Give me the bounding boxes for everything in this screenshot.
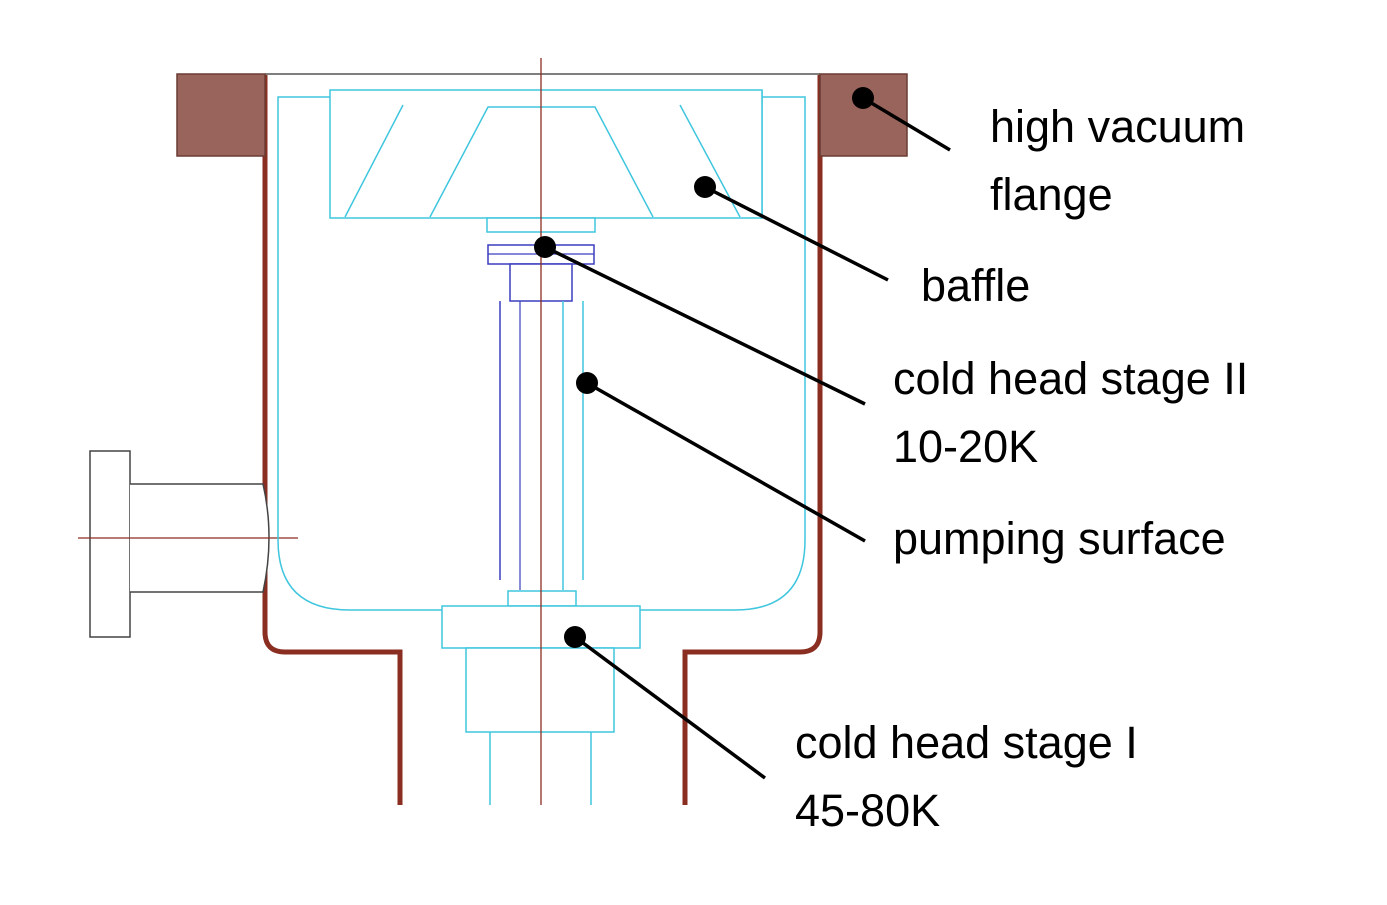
side-port-flange <box>89 450 131 638</box>
dot-stage1 <box>564 626 586 648</box>
stage1-body <box>465 647 615 733</box>
vessel-wall <box>262 75 403 805</box>
dot-stage2 <box>534 236 556 258</box>
leader-stage1 <box>573 635 767 780</box>
label-cold-head-stage-2: cold head stage II 10-20K <box>893 345 1248 481</box>
label-cold-head-stage-1: cold head stage I 45-80K <box>795 709 1138 845</box>
leader-pumping-surface <box>586 381 866 543</box>
dot-flange <box>852 87 874 109</box>
dot-baffle <box>694 176 716 198</box>
leader-flange <box>862 96 951 152</box>
label-line: cold head stage II <box>893 353 1249 404</box>
label-baffle: baffle <box>921 252 1030 320</box>
label-line: 10-20K <box>893 421 1039 472</box>
label-line: cold head stage I <box>795 717 1138 768</box>
label-line: 45-80K <box>795 785 941 836</box>
leader-baffle <box>704 185 889 282</box>
label-line: pumping surface <box>893 513 1226 564</box>
baffle-frame <box>329 89 763 219</box>
dot-pumping-surface <box>576 372 598 394</box>
leader-stage2 <box>544 245 866 406</box>
label-high-vacuum-flange: high vacuum flange <box>990 93 1245 229</box>
label-pumping-surface: pumping surface <box>893 505 1226 573</box>
label-line: high vacuum <box>990 101 1246 152</box>
vessel-wall-right <box>682 75 823 805</box>
label-line: flange <box>990 169 1113 220</box>
flange-left <box>176 73 266 157</box>
radiation-shield <box>277 96 806 611</box>
baffle-blade-1 <box>344 104 404 218</box>
label-line: baffle <box>921 260 1031 311</box>
stage1-neck <box>507 590 577 607</box>
